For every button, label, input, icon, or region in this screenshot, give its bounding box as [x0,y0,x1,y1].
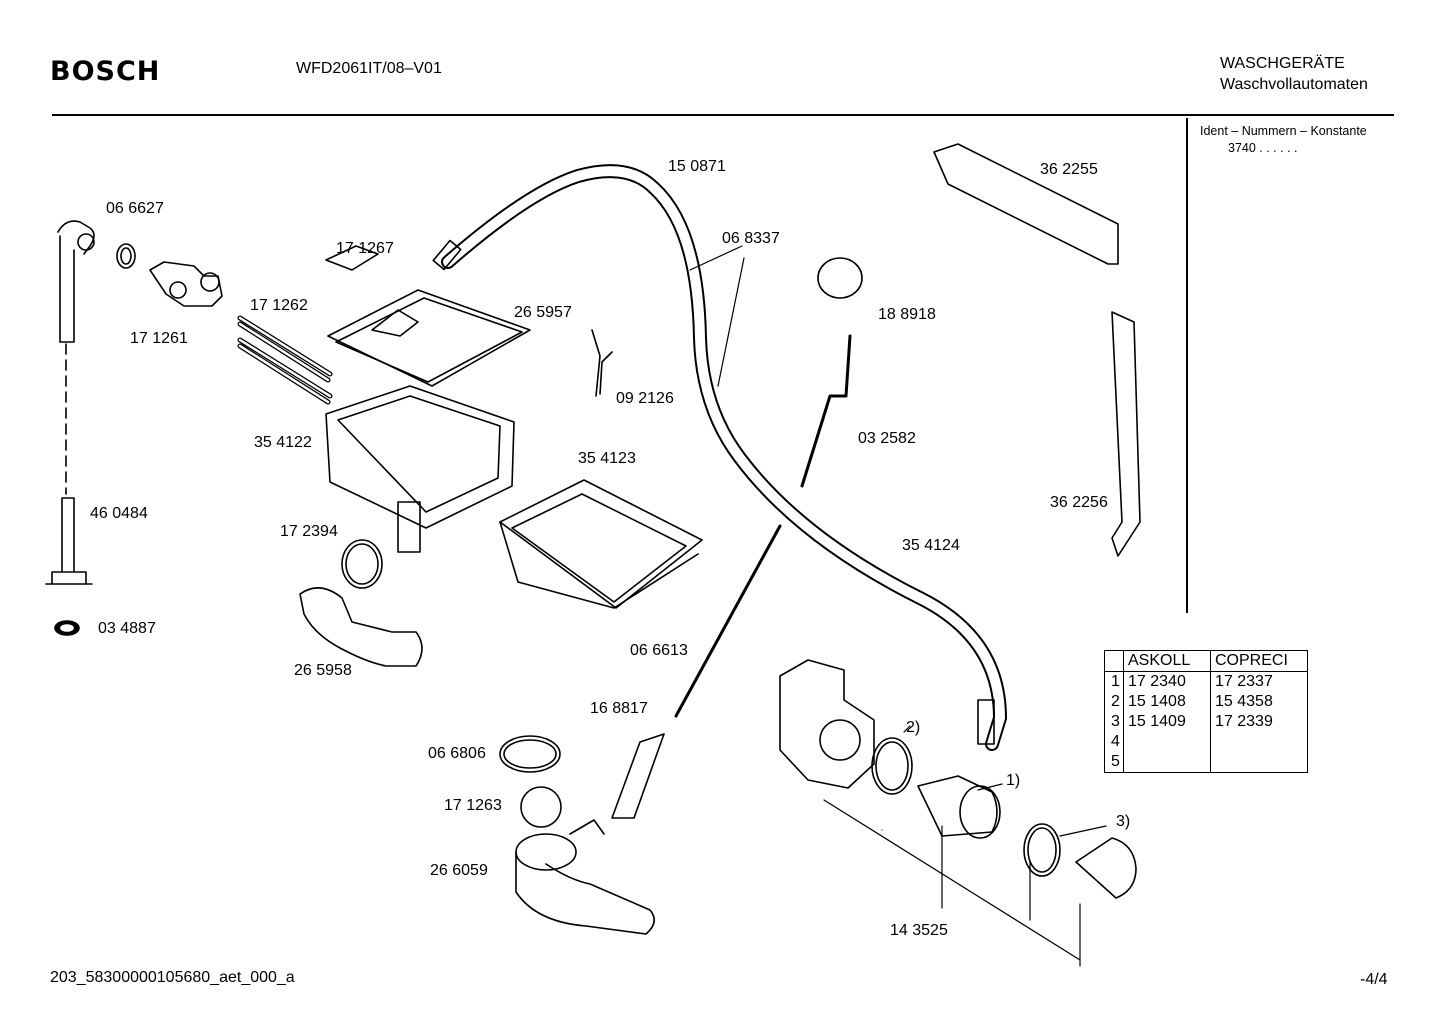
hose-clamp [499,735,561,773]
part-label: 09 2126 [616,390,674,407]
header-divider [52,114,1394,116]
copreci-part: 15 4358 [1215,693,1273,710]
part-label: 35 4122 [254,434,312,451]
part-label: 17 1263 [444,797,502,814]
detergent-drawer [499,479,703,609]
part-label: 06 6806 [428,745,486,762]
row-index: 5 [1104,752,1124,773]
table-header-index [1104,650,1124,672]
table-row: 2 15 1408 15 4358 [1104,692,1308,712]
table-header-copreci: COPRECI [1210,650,1308,672]
part-label: 17 1262 [250,297,308,314]
row-index: 2 [1104,692,1124,712]
ball-valve [520,786,562,828]
part-label: 17 1261 [130,330,188,347]
leader-lines [689,245,745,387]
bellows-hose [299,539,423,667]
part-label: 06 6627 [106,200,164,217]
part-label: 16 8817 [590,700,648,717]
ident-value: 3740 . . . . . . [1228,141,1298,155]
part-label: 15 0871 [668,158,726,175]
row-index: 4 [1104,732,1124,752]
part-label: 36 2255 [1040,161,1098,178]
callout-2: 2) [906,719,921,736]
table-row: 1 17 2340 17 2337 [1104,671,1308,692]
askoll-part [1123,752,1211,773]
model-number: WFD2061IT/08–V01 [296,60,442,77]
ident-divider [1186,118,1188,613]
part-label: 06 8337 [722,230,780,247]
inlet-elbow-pipe [45,220,95,636]
part-label: 17 1267 [336,240,394,257]
part-label: 46 0484 [90,505,148,522]
short-hoses [237,315,333,405]
askoll-part: 17 2340 [1123,671,1211,692]
part-label: 35 4124 [902,537,960,554]
part-label: 35 4123 [578,450,636,467]
askoll-part: 15 1408 [1123,692,1211,712]
copreci-part [1211,752,1308,773]
brand-logo: BOSCH [50,56,161,87]
supplier-cross-reference-table: ASKOLL COPRECI 1 17 2340 17 2337 2 15 14… [1104,650,1308,773]
upper-bracket [933,143,1119,265]
pressure-tube [611,733,665,819]
copreci-part: 17 2339 [1215,713,1273,730]
askoll-part [1123,732,1211,752]
table-row: 3 15 1409 17 2339 [1104,712,1308,732]
pressure-switch [817,257,863,299]
callout-1: 1) [1006,772,1021,789]
sump-hose [515,819,655,935]
part-label: 18 8918 [878,306,936,323]
table-header-row: ASKOLL COPRECI [1104,650,1308,672]
askoll-part: 15 1409 [1123,712,1211,732]
part-label: 03 2582 [858,430,916,447]
pressure-hose [800,334,852,488]
part-label: 26 5958 [294,662,352,679]
table-row: 5 [1104,752,1308,773]
copreci-part [1211,732,1308,752]
row-index: 1 [1104,671,1124,692]
part-label: 26 5957 [514,304,572,321]
table-row: 4 [1104,732,1308,752]
page-number: -4/4 [1360,971,1388,988]
copreci-part: 17 2337 [1215,673,1273,690]
part-label: 14 3525 [890,922,948,939]
drain-pump [779,659,1137,967]
rod [674,524,782,718]
part-label: 26 6059 [430,862,488,879]
category-subtitle: Waschvollautomaten [1220,76,1368,93]
part-label: 17 2394 [280,523,338,540]
row-index: 3 [1104,712,1124,732]
category-title: WASCHGERÄTE [1220,55,1345,72]
callout-3: 3) [1116,813,1131,830]
dispenser-housing [325,385,515,553]
part-label: 36 2256 [1050,494,1108,511]
part-label: 06 6613 [630,642,688,659]
side-bracket [1111,311,1141,557]
part-label: 03 4887 [98,620,156,637]
main-hose [432,164,1007,751]
inlet-valve [116,243,223,307]
ident-label: Ident – Nummern – Konstante [1200,124,1367,138]
dispenser-cover [325,245,531,387]
hose-clip [591,329,613,397]
table-header-askoll: ASKOLL [1123,650,1211,672]
document-id: 203_58300000105680_aet_000_a [50,969,295,986]
